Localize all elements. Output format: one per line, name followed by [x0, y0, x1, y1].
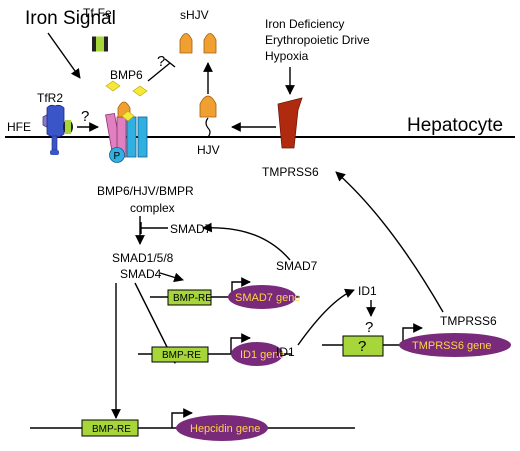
hepatocyte-label: Hepatocyte	[407, 115, 503, 136]
complex-label-line2: complex	[130, 201, 175, 215]
smad4-label: SMAD4	[120, 267, 162, 281]
id1-question-mark: ?	[365, 319, 373, 336]
iron-deficiency-label: Iron Deficiency	[265, 17, 344, 31]
bmp-re-box	[151, 346, 209, 363]
bmp6-diamond-icon	[132, 85, 148, 97]
bmp6-question-mark: ?	[157, 53, 165, 70]
tfr2-label: TfR2	[37, 91, 63, 105]
tmprss6-gene-label: TMPRSS6 gene	[412, 340, 491, 352]
smad7-inhibitor-label: SMAD7	[170, 222, 212, 236]
smad-to-smad7-gene-arrow	[159, 272, 184, 283]
bmp-re-box	[167, 289, 212, 306]
tfr2-bound-tf-fe-icon	[63, 120, 73, 134]
tmprss6-to-membrane-arrow	[335, 171, 444, 313]
tfr2-receptor-icon	[46, 104, 65, 155]
erythropoietic-drive-label: Erythropoietic Drive	[265, 33, 370, 47]
bmp6-diamond-icon	[105, 80, 121, 92]
iron-signal-label: Iron Signal	[25, 8, 116, 29]
hypoxia-label: Hypoxia	[265, 49, 309, 63]
transcription-start-arrow	[230, 333, 251, 354]
hepcidin-gene-label: Hepcidin gene	[190, 423, 260, 435]
unknown-element-box	[342, 335, 384, 357]
phospho-label: P	[114, 151, 121, 162]
unknown-element-label: ?	[358, 338, 366, 355]
shjv-icon	[179, 33, 193, 54]
bmp6-label: BMP6	[110, 68, 143, 82]
phospho-icon	[109, 147, 125, 163]
transcription-start-arrow	[402, 323, 423, 345]
complex-label-line1: BMP6/HJV/BMPR	[97, 184, 194, 198]
hepcidin-gene-ellipse	[176, 415, 268, 441]
tf-fe-icon	[92, 36, 108, 52]
tfr2-question-mark: ?	[81, 108, 89, 125]
bmp6-inhibition-line	[147, 62, 171, 82]
shjv-label: sHJV	[180, 8, 209, 22]
bmp-re-label: BMP-RE	[92, 424, 131, 435]
hjv-icon	[199, 95, 217, 118]
id1-product-label: ID1	[358, 284, 377, 298]
bmp-re-label: BMP-RE	[162, 350, 201, 361]
id1-gene-label: ID1 gene	[240, 349, 285, 361]
id1-transport-arrow	[297, 288, 355, 346]
smad158-label: SMAD1/5/8	[112, 251, 174, 265]
transcription-start-arrow	[171, 408, 193, 428]
tf-fe-label: Tf-Fe	[83, 6, 112, 20]
smad7-feedback-arrow	[202, 222, 291, 261]
tmprss6-product-label: TMPRSS6	[440, 314, 497, 328]
iron-signal-arrow	[47, 32, 81, 79]
smad7-gene-ellipse	[228, 285, 296, 309]
id1-gene-ellipse	[231, 342, 283, 366]
bmp-re-label: BMP-RE	[173, 293, 212, 304]
bmp6-inhibition-bar	[164, 58, 176, 68]
tmprss6-protein-icon	[277, 97, 303, 149]
hfe-label: HFE	[7, 120, 31, 134]
bmpr-complex-icon	[105, 101, 148, 158]
tmprss6-membrane-label: TMPRSS6	[262, 165, 319, 179]
tmprss6-gene-ellipse	[399, 333, 511, 357]
bmp-re-box	[81, 419, 139, 437]
hjv-label: HJV	[197, 143, 220, 157]
hjv-anchor-icon	[205, 117, 211, 138]
id1-output-label: ID1	[276, 345, 295, 359]
smad7-gene-label: SMAD7 gene	[235, 292, 300, 304]
smad7-product-label: SMAD7	[276, 259, 318, 273]
shjv-icon	[203, 33, 217, 54]
